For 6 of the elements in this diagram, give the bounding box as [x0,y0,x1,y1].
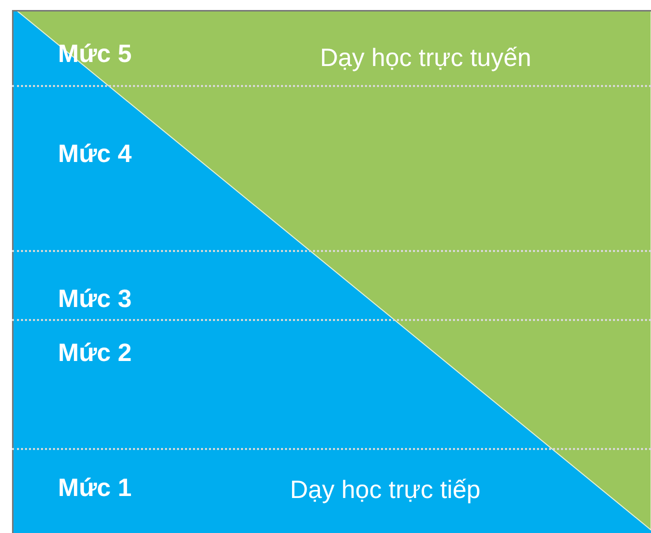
level-label: Mức 4 [58,140,132,169]
level-label: Mức 3 [58,285,132,314]
level-label: Mức 1 [58,474,132,503]
level-label: Mức 2 [58,339,132,368]
region-label: Dạy học trực tuyến [320,44,532,73]
region-label: Dạy học trực tiếp [290,476,480,505]
